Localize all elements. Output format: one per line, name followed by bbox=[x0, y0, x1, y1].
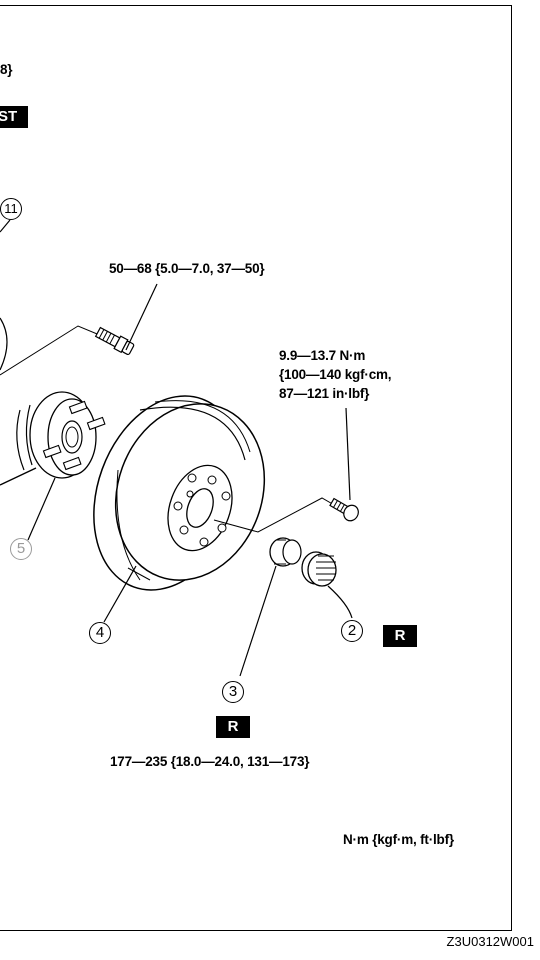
callout-3: 3 bbox=[222, 681, 244, 703]
torque-locknut-label: 177—235 {18.0—24.0, 131—173} bbox=[110, 754, 310, 769]
diagram-frame bbox=[0, 5, 512, 931]
partial-badge: ST bbox=[0, 106, 28, 128]
callout-4: 4 bbox=[89, 622, 111, 644]
wheel-hub-icon bbox=[16, 391, 106, 479]
leader-4 bbox=[103, 565, 137, 623]
replace-badge-grease-cap: R bbox=[383, 625, 417, 647]
leader-11 bbox=[0, 231, 401, 341]
leader-11-line bbox=[0, 219, 11, 233]
leader-3 bbox=[239, 565, 277, 677]
callout-2: 2 bbox=[341, 620, 363, 642]
screw-icon bbox=[329, 497, 359, 522]
leader-5 bbox=[27, 477, 56, 541]
brake-drum-icon bbox=[93, 395, 266, 591]
grease-cap-icon bbox=[301, 551, 337, 587]
centerline-hub bbox=[0, 467, 37, 486]
partial-part-arc bbox=[0, 317, 8, 371]
replace-badge-locknut: R bbox=[216, 716, 250, 738]
callout-11: 11 bbox=[0, 198, 22, 220]
torque-bolt-label: 50—68 {5.0—7.0, 37—50} bbox=[109, 261, 265, 276]
centerline-bolt bbox=[0, 325, 103, 376]
partial-torque-text: 8} bbox=[0, 62, 13, 77]
leader-screw bbox=[345, 407, 351, 501]
bolt-icon bbox=[94, 326, 135, 356]
leader-2 bbox=[327, 585, 353, 619]
torque-screw-line2: {100—140 kgf·cm, bbox=[279, 367, 392, 382]
torque-screw-line3: 87—121 in·lbf} bbox=[279, 386, 370, 401]
figure-code: Z3U0312W001 bbox=[446, 934, 534, 949]
callout-5: 5 bbox=[10, 538, 32, 560]
locknut-icon bbox=[269, 537, 302, 567]
centerline-screw bbox=[213, 497, 337, 533]
units-legend: N·m {kgf·m, ft·lbf} bbox=[343, 832, 454, 847]
leader-bolt bbox=[125, 283, 158, 351]
torque-screw-line1: 9.9—13.7 N·m bbox=[279, 348, 366, 363]
